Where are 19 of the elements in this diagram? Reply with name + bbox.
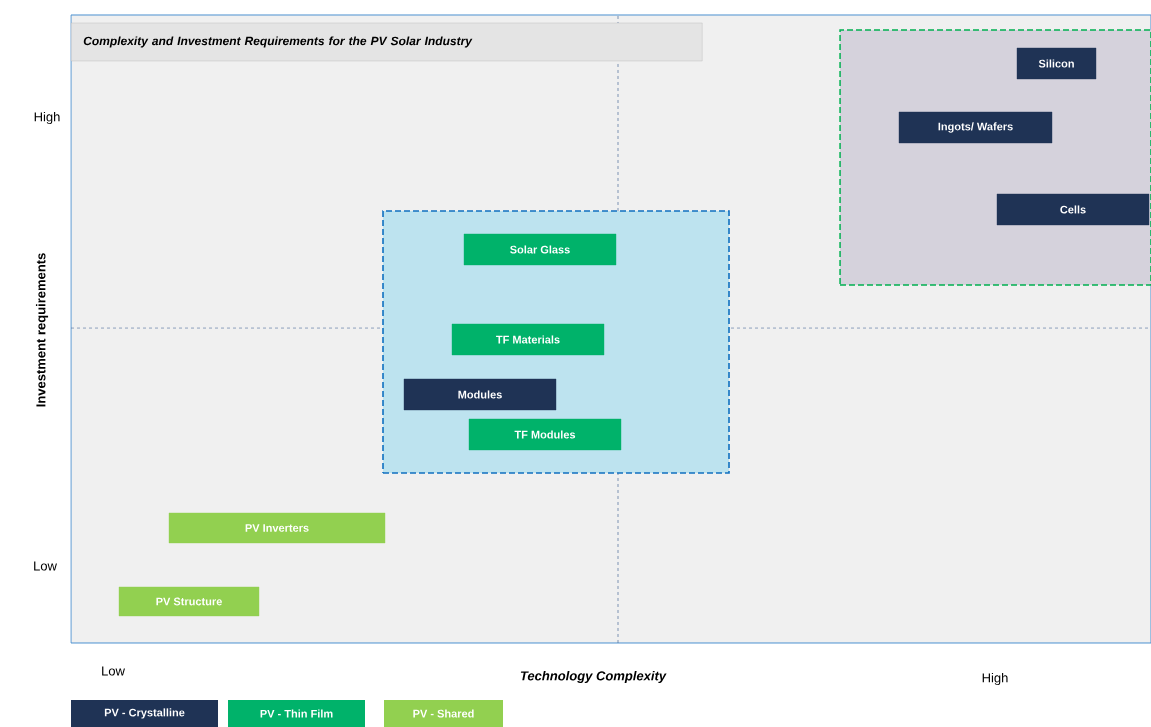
category-box: TF Modules — [468, 418, 622, 451]
category-box: Cells — [996, 193, 1150, 226]
category-box: Modules — [403, 378, 557, 411]
axis-title: Technology Complexity — [520, 670, 667, 684]
legend-text: PV - Shared — [413, 709, 474, 718]
category-box: PV Inverters — [168, 512, 386, 544]
axis-title: Investment requirements — [35, 253, 49, 407]
axis-level-label: Low — [34, 561, 57, 571]
category-box: TF Materials — [451, 323, 605, 356]
category-box: PV Structure — [118, 586, 260, 617]
category-box: Solar Glass — [463, 233, 617, 266]
axis-level-label: Low — [102, 666, 125, 676]
legend-text: PV - Crystalline — [104, 708, 185, 719]
title-box: Complexity and Investment Requirements for the PV Solar Industry — [71, 22, 703, 62]
category-box: Ingots/ Wafers — [898, 111, 1053, 144]
axis-level-label: High — [34, 111, 60, 125]
legend-text: PV - Thin Film — [260, 709, 333, 718]
category-box: Silicon — [1016, 47, 1097, 80]
axis-level-label: High — [982, 672, 1008, 686]
